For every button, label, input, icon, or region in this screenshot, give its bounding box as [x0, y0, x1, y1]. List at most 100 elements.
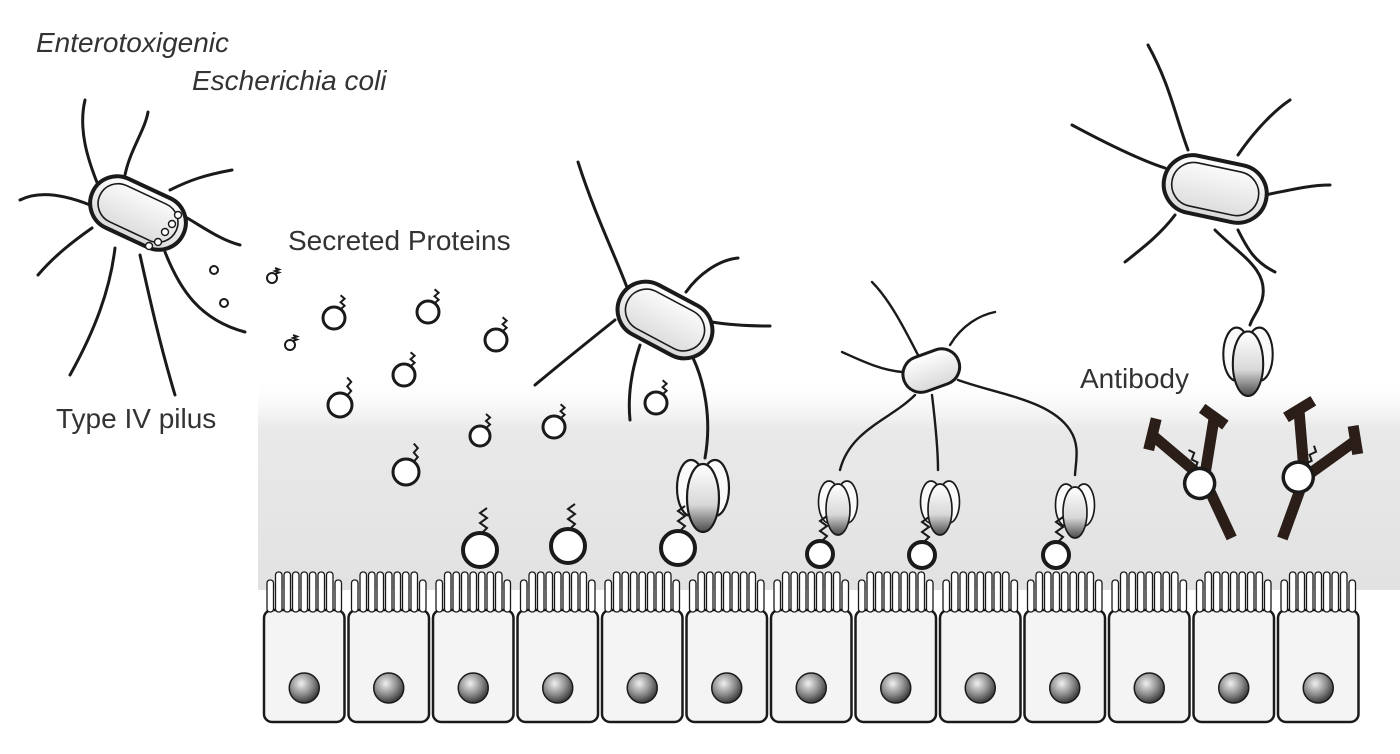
- antibody-label: Antibody: [1080, 363, 1189, 394]
- pilus-strand: [840, 350, 904, 374]
- epithelial-cell: [685, 571, 769, 724]
- bound-protein: [907, 516, 937, 570]
- microvilli: [1195, 571, 1272, 613]
- adhesin-tip: [919, 480, 961, 536]
- pilus-strand: [163, 250, 247, 334]
- epithelial-cell: [600, 571, 684, 724]
- bacterium-body: [615, 279, 715, 361]
- secretion-vesicles: [144, 210, 183, 251]
- antibody: [1277, 396, 1364, 541]
- nucleus: [288, 672, 320, 704]
- nucleus: [626, 672, 658, 704]
- pilus-strand: [138, 253, 177, 397]
- adhesin-tip: [1222, 326, 1274, 398]
- secreted-protein: [391, 351, 417, 388]
- free-bacterium: [18, 98, 247, 397]
- bound-protein: [549, 503, 587, 565]
- pilus-strand: [1146, 43, 1190, 152]
- microvilli: [688, 571, 765, 613]
- secreted-protein: [391, 442, 421, 487]
- nucleus: [1218, 672, 1250, 704]
- microvilli: [350, 571, 427, 613]
- pilus-strand: [18, 193, 92, 207]
- secreted-protein: [483, 316, 509, 353]
- microvilli: [857, 571, 934, 613]
- epithelial-cell: [516, 571, 600, 724]
- bacterium-body: [901, 347, 962, 394]
- epithelial-cell: [431, 571, 515, 724]
- nucleus: [1049, 672, 1081, 704]
- pilus-strand: [1213, 228, 1265, 327]
- pilus-strand: [627, 343, 642, 422]
- epithelial-cell: [854, 571, 938, 724]
- pilus-strand: [956, 378, 1078, 477]
- pilus-strand: [576, 160, 630, 292]
- pilus-strand: [930, 393, 940, 472]
- microvilli: [1026, 571, 1103, 613]
- pilus-strand: [838, 393, 917, 472]
- pilus-strand: [36, 226, 94, 277]
- secreted-protein: [284, 334, 300, 351]
- epithelial-cell-row: [262, 571, 1360, 724]
- pilus-strand: [1123, 213, 1177, 264]
- pilus-strand: [1263, 183, 1332, 197]
- adhesin-tip: [1054, 483, 1096, 539]
- microvilli: [519, 571, 596, 613]
- epithelial-cell: [1107, 571, 1191, 724]
- microvilli: [266, 571, 343, 613]
- bound-protein: [805, 515, 835, 569]
- secreted-protein: [326, 376, 354, 419]
- secreted-protein: [415, 288, 441, 325]
- microvilli: [604, 571, 681, 613]
- nucleus: [964, 672, 996, 704]
- pilus-strand: [81, 98, 100, 187]
- pilus-strand: [948, 310, 997, 347]
- vesicle: [209, 265, 219, 275]
- microvilli: [1111, 571, 1188, 613]
- pilus-strand: [684, 256, 740, 294]
- epithelial-cell: [769, 571, 853, 724]
- pilus-strand: [688, 350, 710, 460]
- nucleus: [457, 672, 489, 704]
- nucleus: [1302, 672, 1334, 704]
- secreted-protein: [266, 267, 282, 284]
- microvilli: [1280, 571, 1357, 613]
- pilus-strand: [710, 320, 772, 328]
- type-iv-pilus-label: Type IV pilus: [56, 403, 216, 434]
- organism-label-line1: Enterotoxigenic: [36, 27, 229, 58]
- microvilli: [773, 571, 850, 613]
- adhesin-tip: [675, 458, 731, 534]
- secreted-protein: [468, 413, 492, 448]
- organism-label-line2: Escherichia coli: [192, 65, 387, 96]
- secreted-protein: [643, 379, 669, 416]
- secreted-protein: [321, 294, 347, 331]
- nucleus: [711, 672, 743, 704]
- pilus-strand: [168, 168, 234, 192]
- bound-protein: [461, 507, 499, 569]
- bound-bacterium-1: [533, 160, 772, 460]
- pilus-strand: [1070, 123, 1167, 170]
- bound-bacterium-2: [838, 280, 1078, 477]
- nucleus: [880, 672, 912, 704]
- secreted-protein-group: [266, 267, 669, 487]
- free-bacterium-2: [1070, 43, 1332, 327]
- bound-protein: [1041, 516, 1071, 570]
- epithelial-cell: [1023, 571, 1107, 724]
- nucleus: [795, 672, 827, 704]
- secreted-proteins-label: Secreted Proteins: [288, 225, 511, 256]
- microvilli: [435, 571, 512, 613]
- nucleus: [1133, 672, 1165, 704]
- epithelial-cell: [1276, 571, 1360, 724]
- secreted-protein: [541, 403, 567, 440]
- adhesin-tip: [817, 480, 859, 536]
- epithelial-cell: [938, 571, 1022, 724]
- bacterium-body: [1161, 153, 1269, 225]
- nucleus: [542, 672, 574, 704]
- pilus-strand: [1236, 228, 1277, 274]
- microvilli: [942, 571, 1019, 613]
- epithelial-cell: [347, 571, 431, 724]
- pilus-strand: [1236, 98, 1292, 157]
- epithelial-cell: [262, 571, 346, 724]
- antibody: [1143, 403, 1237, 541]
